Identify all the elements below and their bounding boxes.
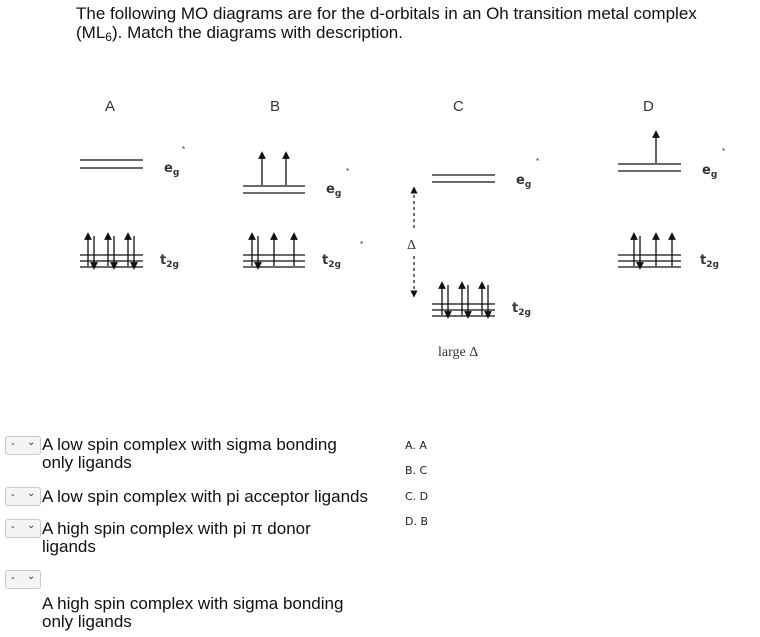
description-4-line-2: only ligands [42,612,132,631]
select-placeholder: - [11,572,15,584]
chevron-down-icon: ⌄ [27,488,36,499]
description-2: A low spin complex with pi acceptor liga… [42,488,368,506]
diagram-c-eg-lines [432,174,495,183]
description-1-line-2: only ligands [42,453,132,472]
diagram-d-eg-label: eg [702,163,717,180]
diagram-b-eg-electrons [258,151,290,185]
diagram-d-label: D [643,98,654,115]
diagram-c-eg-label: eg [516,173,531,190]
mo-diagrams: A eg * t2g B eg [80,98,725,360]
diagram-c-t2g-electrons [438,281,492,319]
diagram-a: A eg * t2g [80,98,185,270]
question-text: The following MO diagrams are for the d-… [76,4,760,47]
diagram-c-t2g-label: t2g [512,301,531,318]
diagram-d-t2g-label: t2g [700,253,719,270]
option-d: D. B [405,515,429,528]
answer-select-2[interactable]: - ⌄ [5,487,41,506]
diagram-c: C eg * Δ t2g large Δ [407,98,539,360]
question-line-2-prefix: (ML [76,23,106,42]
diagram-b: B eg * t2g * [243,98,363,270]
description-1-line-1: A low spin complex with sigma bonding [42,435,337,454]
chevron-down-icon: ⌄ [27,520,36,531]
diagram-b-eg-lines [243,185,305,194]
question-line-1: The following MO diagrams are for the d-… [76,4,697,23]
diagram-d-eg-star: * [722,147,725,156]
option-b: B. C [405,464,428,477]
diagram-a-eg-lines [80,159,143,169]
diagram-a-label: A [105,98,115,115]
description-4: A high spin complex with sigma bonding o… [42,595,343,631]
diagram-c-label: C [453,98,464,115]
diagram-b-t2g-electrons [248,232,298,270]
option-a: A. A [405,439,427,452]
diagram-a-t2g-electrons [84,232,138,270]
diagram-d-t2g-lines [618,254,681,268]
diagram-a-eg-label: eg [164,161,179,178]
diagram-b-eg-star: * [346,167,349,176]
diagram-d-t2g-electrons [630,232,676,270]
diagram-b-t2g-star: * [360,240,363,249]
diagram-a-eg-star: * [182,145,185,154]
select-placeholder: - [11,489,15,501]
option-c: C. D [405,490,429,503]
answer-select-3[interactable]: - ⌄ [5,519,41,538]
answer-select-4[interactable]: - ⌄ [5,570,41,589]
diagram-c-eg-star: * [536,157,539,166]
description-1: A low spin complex with sigma bonding on… [42,436,337,472]
description-3-line-2: ligands [42,537,96,556]
chevron-down-icon: ⌄ [27,437,36,448]
diagram-b-label: B [270,98,280,115]
answer-select-1[interactable]: - ⌄ [5,436,41,455]
diagram-d: D eg * t2g [618,98,725,270]
question-subscript: 6 [105,30,112,44]
diagram-a-t2g-label: t2g [160,253,179,270]
select-placeholder: - [11,438,15,450]
diagram-c-caption: large Δ [438,345,478,360]
diagram-c-delta-symbol: Δ [407,238,416,253]
description-2-line-1: A low spin complex with pi acceptor liga… [42,487,368,506]
description-3-line-1: A high spin complex with pi π donor [42,519,311,538]
description-3: A high spin complex with pi π donor liga… [42,520,311,556]
diagram-b-t2g-label: t2g [322,253,341,270]
diagram-b-eg-label: eg [326,182,341,199]
select-placeholder: - [11,521,15,533]
diagram-d-eg-lines [618,163,681,172]
description-4-line-1: A high spin complex with sigma bonding [42,594,344,613]
chevron-down-icon: ⌄ [27,571,36,582]
question-line-2-suffix: ). Match the diagrams with description. [111,23,403,42]
